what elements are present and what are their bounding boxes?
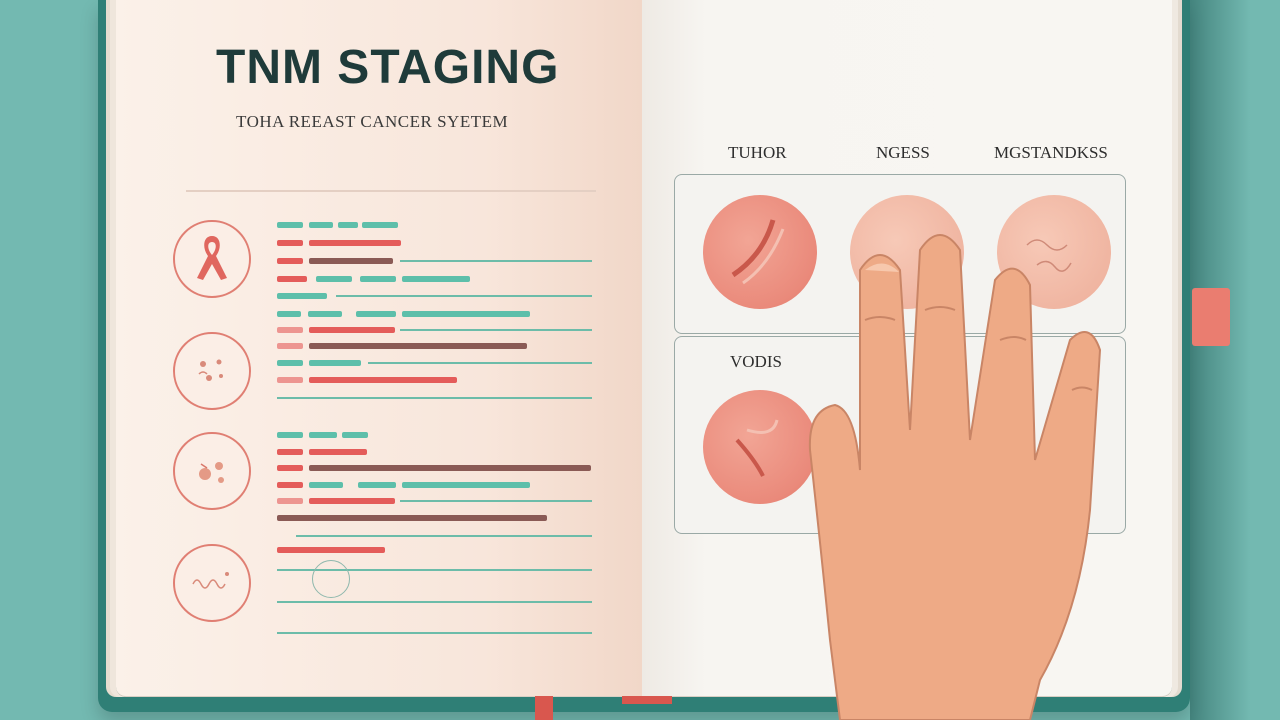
cover-shadow bbox=[1190, 0, 1250, 720]
bar-row bbox=[362, 222, 398, 228]
bar-row bbox=[277, 432, 303, 438]
metastasis-graphic bbox=[1026, 239, 1072, 272]
stage-graphic bbox=[735, 419, 779, 477]
column-label-nodes: NGESS bbox=[876, 143, 930, 162]
bar-row bbox=[402, 276, 470, 282]
bar-row bbox=[277, 449, 303, 455]
rule-line bbox=[277, 397, 592, 399]
bar-row bbox=[309, 482, 343, 488]
bar-row bbox=[402, 311, 530, 317]
column-label-metastasis: MGSTANDKSS bbox=[994, 143, 1108, 162]
bar-row bbox=[277, 515, 547, 521]
bar-row bbox=[309, 240, 401, 246]
bar-row bbox=[360, 276, 396, 282]
bar-row bbox=[338, 222, 358, 228]
bar-row bbox=[358, 482, 396, 488]
tissue-graphic bbox=[199, 462, 224, 483]
panel-label: VODIS bbox=[730, 352, 782, 371]
bar-row bbox=[277, 293, 327, 299]
bar-row bbox=[277, 360, 303, 366]
rule-line bbox=[277, 601, 592, 603]
bar-row bbox=[277, 547, 385, 553]
bar-row bbox=[277, 482, 303, 488]
tissue-diagram-icon bbox=[173, 432, 251, 510]
bar-row bbox=[342, 432, 368, 438]
bar-row bbox=[309, 343, 527, 349]
hand-illustration bbox=[808, 234, 1102, 720]
tumor-tissue-sample bbox=[703, 195, 817, 309]
rule-line bbox=[368, 362, 592, 364]
bar-row bbox=[309, 432, 337, 438]
rule-line bbox=[400, 260, 592, 262]
cell-graphic bbox=[198, 359, 223, 381]
bar-row bbox=[277, 327, 303, 333]
rule-line bbox=[277, 632, 592, 634]
circle-marker-icon bbox=[312, 560, 350, 598]
bar-row bbox=[277, 465, 303, 471]
bar-row bbox=[277, 276, 307, 282]
rule-line bbox=[336, 295, 592, 297]
ribbon-graphic bbox=[197, 236, 227, 280]
awareness-ribbon-icon bbox=[173, 220, 251, 298]
text-sample-icon bbox=[173, 544, 251, 622]
tumor-graphic bbox=[731, 219, 785, 285]
title-divider bbox=[186, 190, 596, 192]
bar-row bbox=[308, 311, 342, 317]
bar-row bbox=[309, 465, 591, 471]
rule-line bbox=[277, 569, 592, 571]
rule-line bbox=[296, 535, 592, 537]
bar-row bbox=[309, 222, 333, 228]
bar-row bbox=[309, 258, 393, 264]
page-title: TNM STAGING bbox=[216, 41, 560, 94]
bar-row bbox=[277, 498, 303, 504]
bar-row bbox=[402, 482, 530, 488]
page-subtitle: TOHA REEAST CANCER SYETEM bbox=[236, 112, 509, 131]
bar-row bbox=[277, 377, 303, 383]
bar-row bbox=[316, 276, 352, 282]
bar-row bbox=[277, 222, 303, 228]
bar-row bbox=[277, 258, 303, 264]
bookmark-ribbon-end bbox=[622, 696, 672, 704]
rule-line bbox=[400, 329, 592, 331]
bar-row bbox=[309, 449, 367, 455]
bar-row bbox=[309, 360, 361, 366]
bar-row bbox=[277, 343, 303, 349]
bar-row bbox=[309, 498, 395, 504]
scribble-graphic bbox=[192, 572, 229, 589]
cell-diagram-icon bbox=[173, 332, 251, 410]
stage-tissue-sample bbox=[703, 390, 817, 504]
bar-row bbox=[309, 327, 395, 333]
bar-row bbox=[277, 240, 303, 246]
bar-row bbox=[277, 311, 301, 317]
bookmark-ribbon bbox=[535, 696, 553, 720]
bookmark-tab[interactable] bbox=[1192, 288, 1230, 346]
bar-row bbox=[356, 311, 396, 317]
rule-line bbox=[400, 500, 592, 502]
bar-row bbox=[309, 377, 457, 383]
column-label-tumor: TUHOR bbox=[728, 143, 787, 162]
